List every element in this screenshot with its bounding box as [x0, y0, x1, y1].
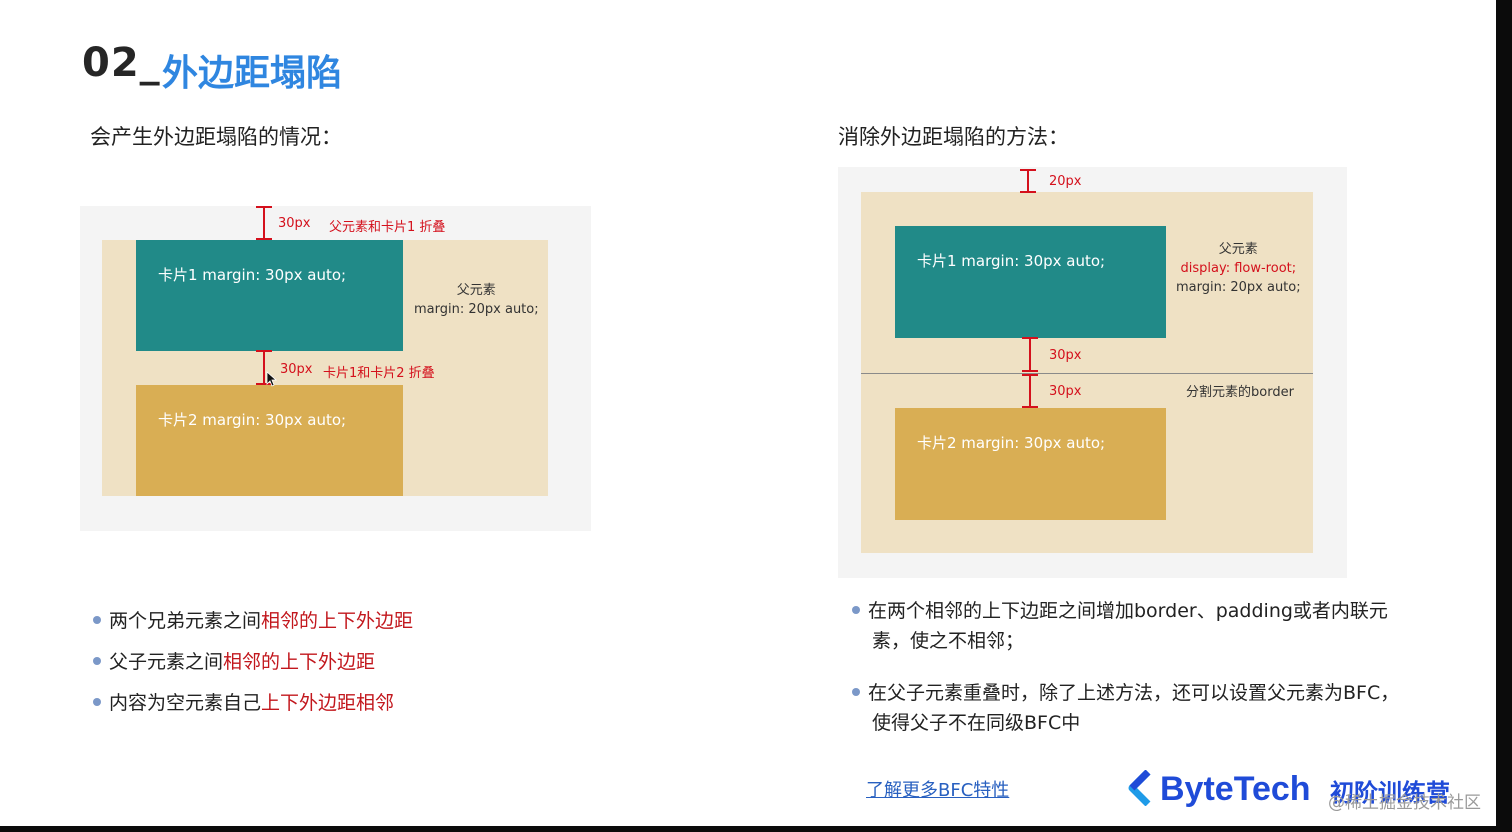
- card2-label: 卡片2 margin: 30px auto;: [917, 434, 1106, 452]
- parent-note: 父元素 display: flow-root; margin: 20px aut…: [1176, 240, 1301, 297]
- top-margin-note: 父元素和卡片1 折叠: [329, 220, 446, 235]
- mid-margin-note: 卡片1和卡片2 折叠: [323, 366, 435, 381]
- right-heading: 消除外边距塌陷的方法：: [838, 125, 1069, 149]
- bfc-more-link[interactable]: 了解更多BFC特性: [866, 780, 1010, 801]
- parent-display: display: flow-root;: [1180, 261, 1297, 276]
- card1-box: 卡片1 margin: 30px auto;: [895, 226, 1166, 338]
- mouse-cursor-icon: [266, 371, 278, 387]
- mid-margin-marker: [256, 350, 272, 385]
- brand-name: ByteTech: [1160, 770, 1311, 808]
- parent-margin: margin: 20px auto;: [1176, 280, 1301, 295]
- watermark: @稀土掘金技术社区: [1328, 793, 1481, 813]
- divider-border-line: [861, 373, 1313, 374]
- slide-number: 02_: [82, 40, 161, 86]
- list-item: 父子元素之间相邻的上下外边距: [93, 647, 413, 677]
- right-diagram: 卡片1 margin: 30px auto; 卡片2 margin: 30px …: [838, 167, 1347, 578]
- top-margin-px: 20px: [1049, 174, 1082, 189]
- card2-box: 卡片2 margin: 30px auto;: [895, 408, 1166, 520]
- list-item: 在两个相邻的上下边距之间增加border、padding或者内联元 素，使之不相…: [852, 596, 1452, 656]
- card1-label: 卡片1 margin: 30px auto;: [917, 252, 1106, 270]
- bytetech-logo-icon: [1128, 770, 1151, 806]
- mid-margin-px: 30px: [280, 362, 313, 377]
- top-margin-marker: [1020, 169, 1036, 193]
- left-heading: 会产生外边距塌陷的情况：: [90, 125, 342, 149]
- list-item: 两个兄弟元素之间相邻的上下外边距: [93, 606, 413, 636]
- left-bullet-list: 两个兄弟元素之间相邻的上下外边距 父子元素之间相邻的上下外边距 内容为空元素自己…: [93, 606, 413, 718]
- bullet-dot-icon: [93, 615, 101, 624]
- list-item: 在父子元素重叠时，除了上述方法，还可以设置父元素为BFC， 使得父子不在同级BF…: [852, 678, 1452, 738]
- top-margin-marker: [256, 206, 272, 240]
- gap2-margin-px: 30px: [1049, 384, 1082, 399]
- bullet-dot-icon: [852, 605, 860, 614]
- right-bullet-list: 在两个相邻的上下边距之间增加border、padding或者内联元 素，使之不相…: [852, 596, 1452, 738]
- bullet-dot-icon: [93, 697, 101, 706]
- parent-title: 父元素: [456, 283, 496, 298]
- gap1-margin-px: 30px: [1049, 348, 1082, 363]
- card1-box: 卡片1 margin: 30px auto;: [136, 240, 403, 351]
- parent-note: 父元素 margin: 20px auto;: [414, 281, 539, 319]
- parent-margin: margin: 20px auto;: [414, 302, 539, 317]
- card2-box: 卡片2 margin: 30px auto;: [136, 385, 403, 496]
- list-item: 内容为空元素自己上下外边距相邻: [93, 688, 413, 718]
- brand-camp: 初阶训练营: [1330, 779, 1450, 807]
- bullet-dot-icon: [852, 687, 860, 696]
- gap-margin-markers: [1022, 337, 1038, 408]
- parent-title: 父元素: [1218, 242, 1258, 257]
- card2-label: 卡片2 margin: 30px auto;: [158, 411, 347, 429]
- border-note: 分割元素的border: [1186, 385, 1294, 400]
- left-diagram: 卡片1 margin: 30px auto; 卡片2 margin: 30px …: [80, 206, 591, 531]
- top-margin-px: 30px: [278, 216, 311, 231]
- card1-label: 卡片1 margin: 30px auto;: [158, 266, 347, 284]
- slide-title: 外边距塌陷: [162, 53, 343, 94]
- bullet-dot-icon: [93, 656, 101, 665]
